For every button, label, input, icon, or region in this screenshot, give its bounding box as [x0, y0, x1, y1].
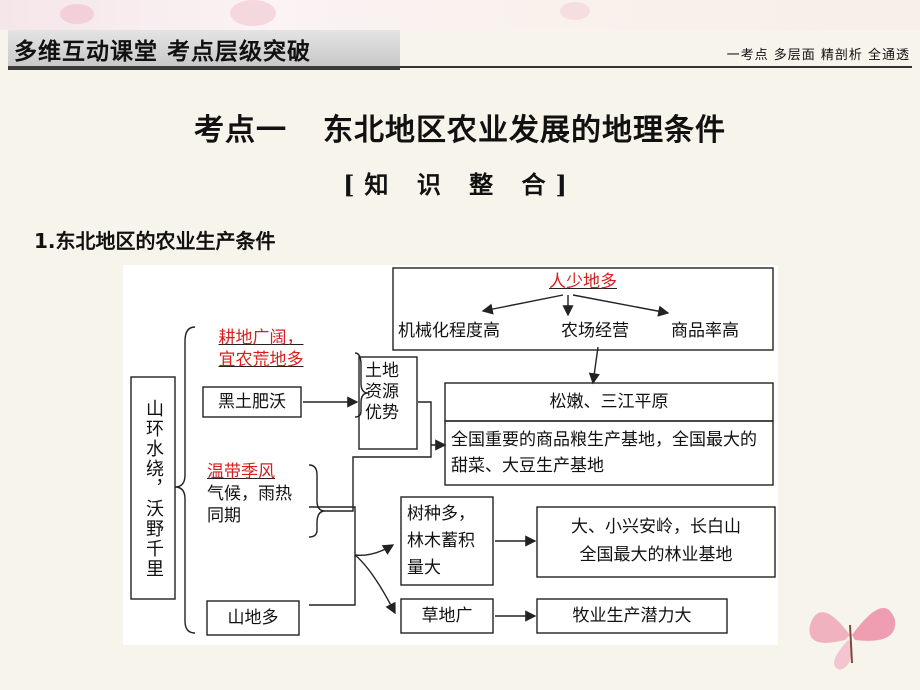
top-red-text: 人少地多 [549, 272, 617, 292]
grassland-node: 草地广 [421, 606, 473, 626]
forest-base-node: 大、小兴安岭，长白山 全国最大的林业基地 [537, 513, 775, 569]
grain-base-node: 全国重要的商品粮生产基地，全国最大的甜菜、大豆生产基地 [451, 430, 757, 476]
forest-base-line-2: 全国最大的林业基地 [579, 545, 733, 565]
top-item-farm: 农场经营 [561, 321, 629, 341]
climate-node: 温带季风 气候，雨热同期 [207, 461, 307, 527]
petal-decoration [60, 4, 94, 24]
climate-text: 气候，雨热同期 [207, 484, 292, 526]
diagram-connectors [130, 267, 776, 636]
arable-red-text-2: 宜农荒地多 [218, 350, 304, 370]
plain-node: 松嫩、三江平原 [549, 392, 669, 412]
top-decoration [0, 0, 920, 30]
livestock-node: 牧业生产潜力大 [572, 606, 692, 626]
header-rule [400, 66, 912, 68]
black-soil-node: 黑土肥沃 [218, 392, 286, 412]
forest-base-line-1: 大、小兴安岭，长白山 [571, 517, 741, 537]
header-title: 多维互动课堂 考点层级突破 [14, 39, 312, 65]
arable-red-label: 耕地广阔， 宜农荒地多 [201, 327, 321, 371]
page-title: 考点一 东北地区农业发展的地理条件 [0, 105, 920, 149]
mountains-node: 山地多 [227, 608, 279, 628]
land-resource-node: 土地资源优势 [365, 361, 399, 423]
root-node: 山环水绕，沃野千里 [143, 399, 164, 579]
header-bar [8, 30, 400, 70]
header-slogan: 一考点 多层面 精剖析 全通透 [726, 48, 910, 63]
page-title-main: 东北地区农业发展的地理条件 [323, 113, 726, 148]
top-red-label: 人少地多 [533, 271, 633, 293]
petal-decoration [230, 0, 276, 26]
climate-red-text: 温带季风 [207, 462, 275, 482]
subsection-title: 1.东北地区的农业生产条件 [34, 229, 276, 253]
section-title: [知 识 整 合] [343, 170, 577, 199]
page-title-prefix: 考点一 [194, 113, 287, 148]
petal-decoration [560, 2, 590, 20]
forest-condition-node: 树种多，林木蓄积量大 [407, 504, 475, 578]
arable-red-text-1: 耕地广阔， [218, 328, 304, 348]
top-item-commodity: 商品率高 [671, 321, 739, 341]
top-item-mechanization: 机械化程度高 [398, 321, 500, 341]
butterfly-decoration [809, 608, 896, 670]
concept-diagram: 人少地多 机械化程度高 农场经营 商品率高 山环水绕，沃野千里 耕地广阔， 宜农… [123, 265, 778, 645]
